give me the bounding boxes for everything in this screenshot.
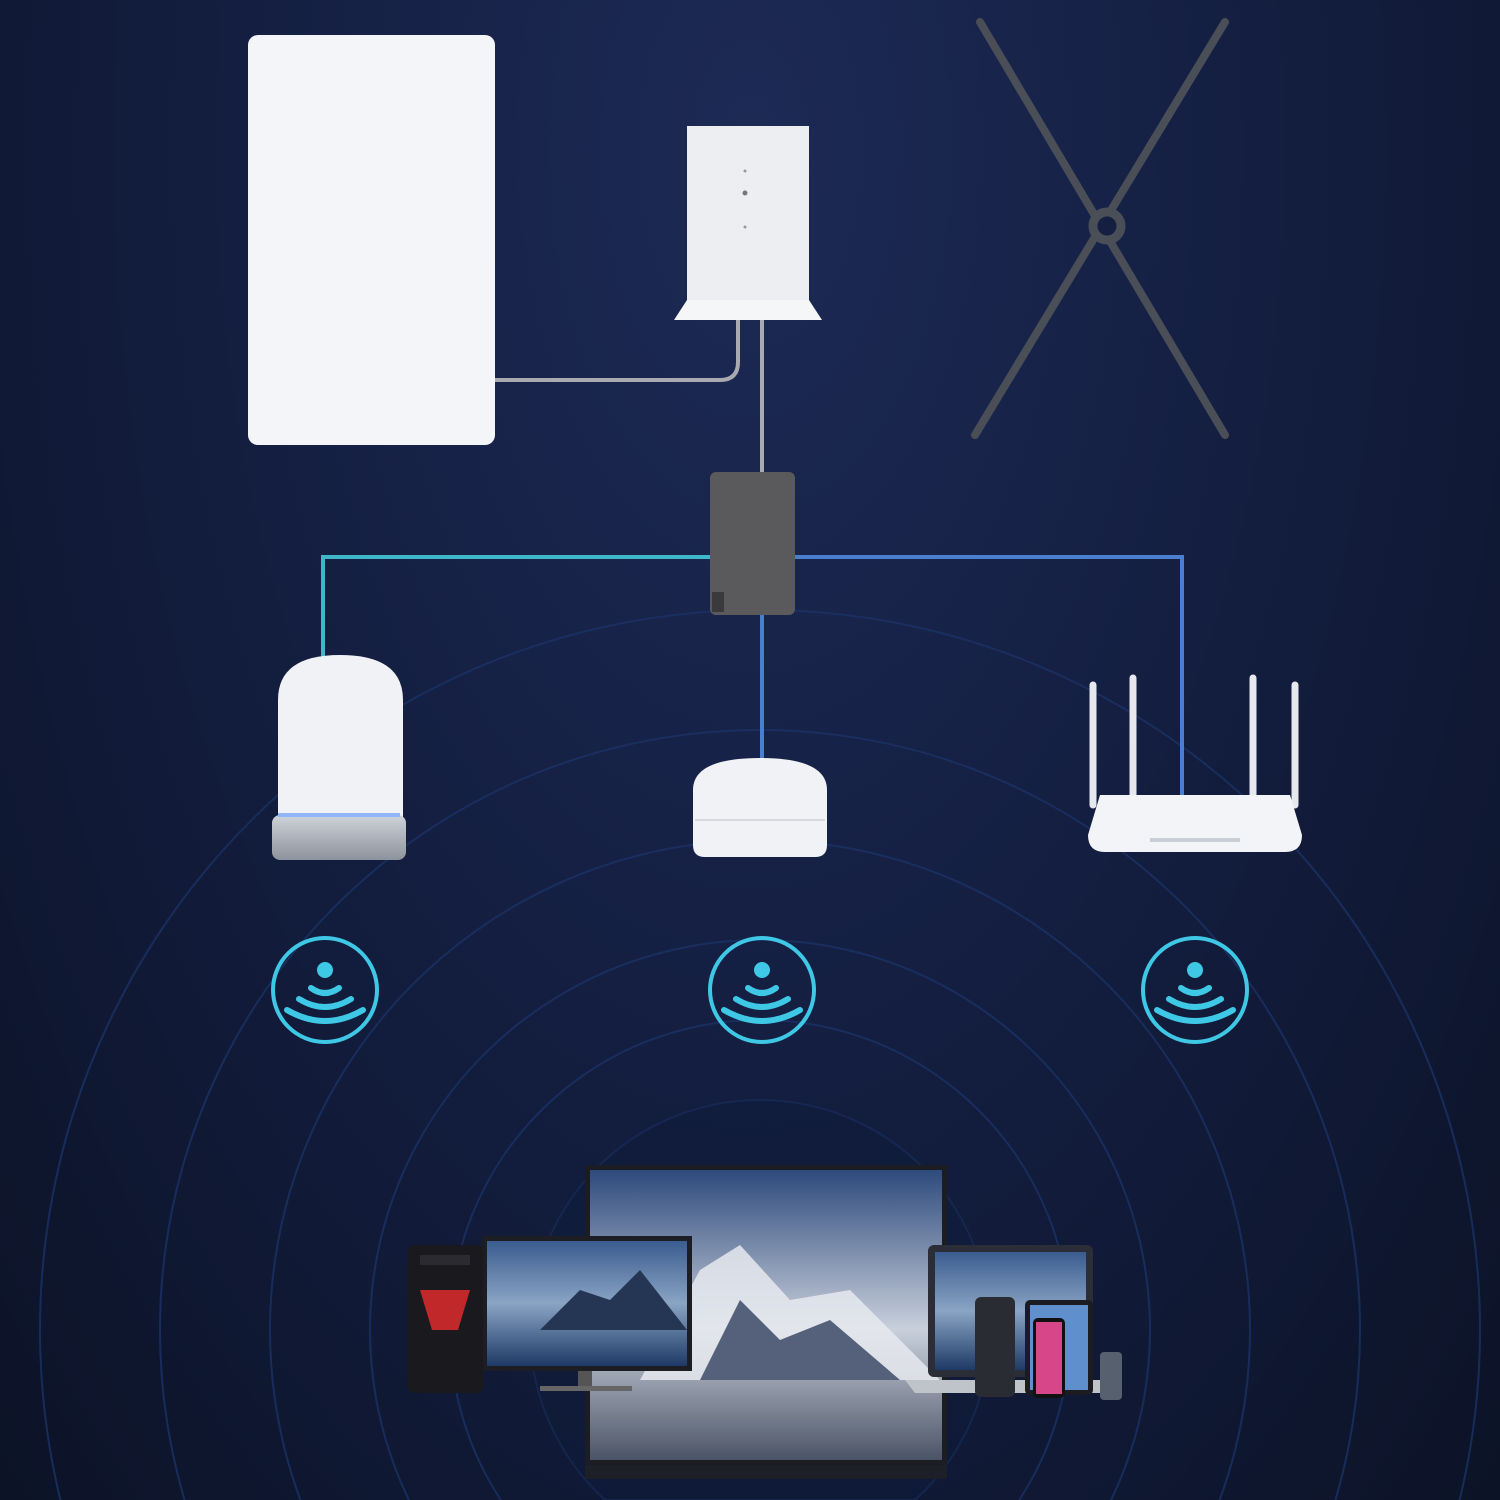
flat-panel-antenna-icon <box>248 35 495 445</box>
wall-mount-antenna-icon <box>674 126 822 320</box>
four-antenna-router-icon <box>1088 674 1302 852</box>
phone-icon <box>975 1297 1122 1400</box>
poe-splitter-icon <box>710 472 795 615</box>
mesh-router-icon <box>272 655 406 860</box>
mini-router-icon <box>693 758 827 857</box>
desktop-pc-icon <box>408 1245 483 1393</box>
cables <box>321 320 1184 795</box>
wifi-broadcast-icon <box>708 936 816 1044</box>
x-shaped-antenna-icon <box>971 18 1229 439</box>
monitor-icon <box>482 1236 692 1391</box>
wifi-broadcast-icon <box>271 936 379 1044</box>
wifi-icons <box>271 936 1249 1044</box>
wifi-broadcast-icon <box>1141 936 1249 1044</box>
